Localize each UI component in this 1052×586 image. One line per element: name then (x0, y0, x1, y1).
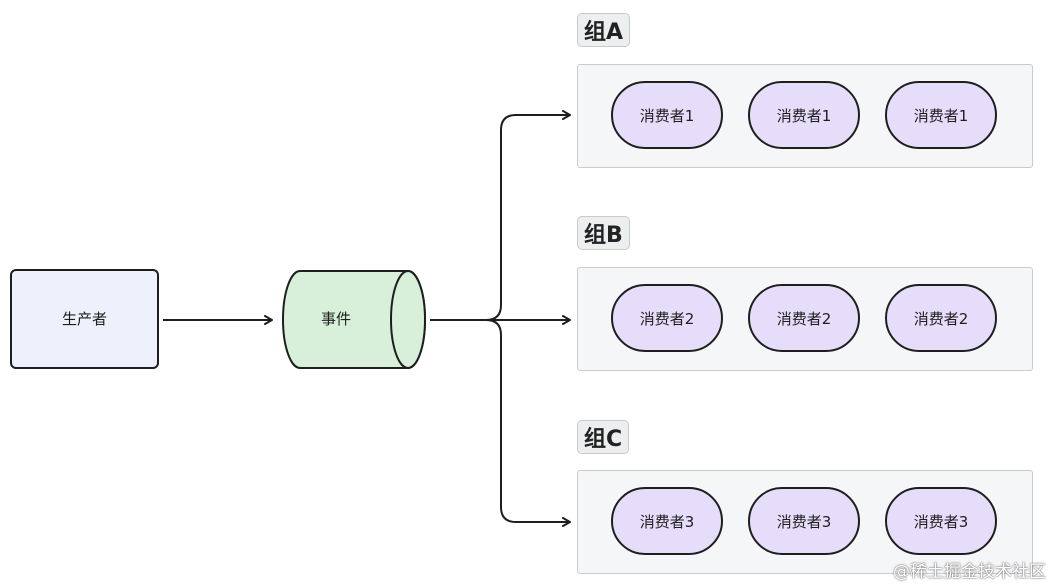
group-c-consumer-1: 消费者3 (611, 487, 723, 555)
group-a-consumer-2: 消费者1 (748, 81, 860, 149)
group-c-consumer-2: 消费者3 (748, 487, 860, 555)
group-c-box: 消费者3 消费者3 消费者3 (577, 470, 1033, 574)
group-a-consumer-1: 消费者1 (611, 81, 723, 149)
group-b-consumer-2: 消费者2 (748, 284, 860, 352)
watermark-text: @稀土掘金技术社区 (893, 562, 1046, 582)
group-c-consumer-3: 消费者3 (885, 487, 997, 555)
group-b-consumer-3: 消费者2 (885, 284, 997, 352)
producer-node: 生产者 (10, 269, 159, 369)
group-a-label: 组A (577, 13, 631, 47)
group-a-box: 消费者1 消费者1 消费者1 (577, 64, 1033, 168)
group-a-consumer-3: 消费者1 (885, 81, 997, 149)
event-node: 事件 (282, 270, 426, 369)
group-b-box: 消费者2 消费者2 消费者2 (577, 267, 1033, 371)
producer-label: 生产者 (62, 310, 107, 328)
event-label: 事件 (321, 310, 351, 328)
group-b-consumer-1: 消费者2 (611, 284, 723, 352)
group-c-label: 组C (577, 420, 630, 454)
event-to-group-c-arrow (430, 319, 571, 527)
event-to-group-a-arrow (430, 110, 571, 321)
group-b-label: 组B (577, 216, 630, 250)
